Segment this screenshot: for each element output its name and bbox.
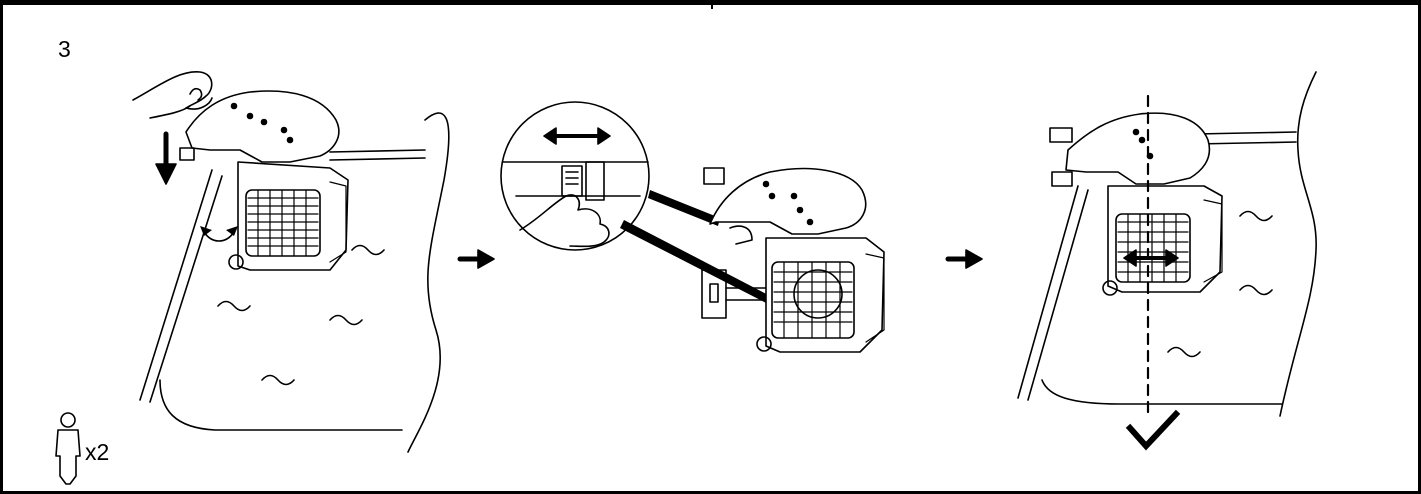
- clip-detail: [562, 166, 582, 196]
- pool-wall-edge: [1018, 186, 1088, 400]
- slide-arrow-icon: [544, 128, 610, 144]
- water-body: [160, 113, 449, 452]
- checkmark-icon: [1130, 414, 1176, 446]
- pool-rail: [1196, 132, 1296, 144]
- water-ripple: [1168, 348, 1200, 357]
- person-count-label: x2: [85, 439, 109, 466]
- pump-unit-head: [180, 91, 339, 162]
- pump-unit-body: [229, 162, 348, 270]
- hand: [190, 89, 202, 100]
- water-ripple: [262, 376, 294, 385]
- pump-unit-head: [1050, 113, 1209, 186]
- pump-unit-head: [704, 168, 866, 244]
- rotate-arrow-icon: [204, 232, 234, 241]
- water-ripple: [1240, 212, 1272, 221]
- scene-3: [1018, 72, 1316, 418]
- next-step-arrow-icon: [948, 250, 982, 268]
- scene-2: [501, 102, 884, 352]
- clip-detail: [586, 162, 604, 200]
- rail-detail: [503, 162, 648, 196]
- down-arrow-icon: [156, 134, 176, 184]
- scene-1: [133, 72, 449, 452]
- hand: [133, 72, 212, 118]
- water-ripple: [352, 246, 384, 255]
- next-step-arrow-icon: [460, 250, 494, 268]
- water-ripple: [1240, 286, 1272, 295]
- pump-unit-body: [757, 238, 884, 352]
- person-outline-icon: [56, 413, 80, 484]
- water-ripple: [330, 316, 362, 325]
- pool-wall-edge: [140, 170, 222, 402]
- pool-rail: [330, 150, 425, 160]
- water-ripple: [218, 302, 250, 311]
- pump-unit-body: [1103, 186, 1222, 295]
- finger-detail: [520, 195, 609, 246]
